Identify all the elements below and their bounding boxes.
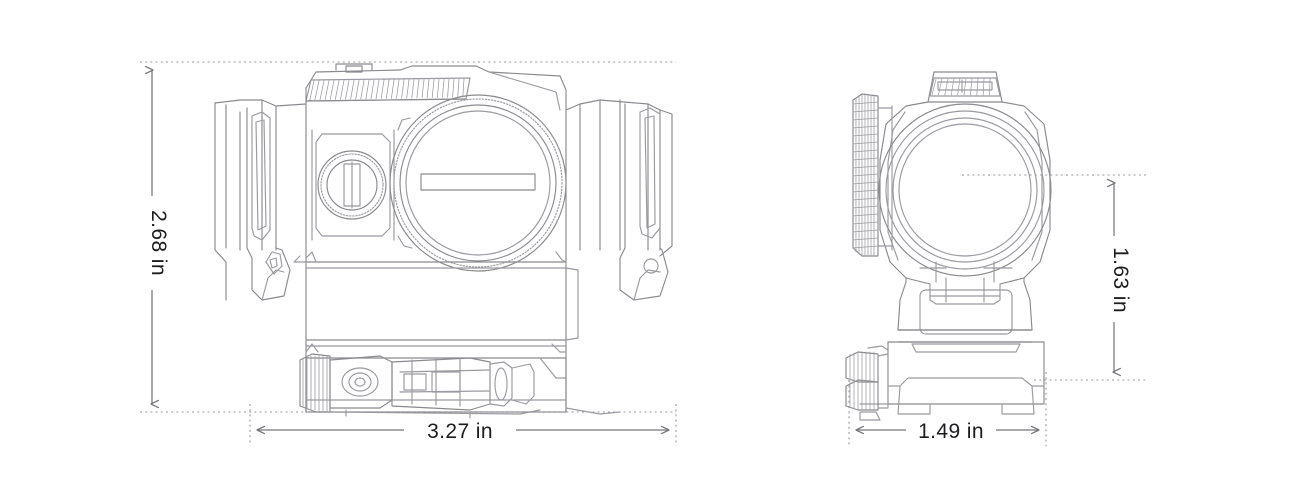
right-hood-wing xyxy=(619,103,669,301)
dimension-width-front: 1.49 in xyxy=(848,372,1047,446)
dimension-label-height-front: 1.63 in xyxy=(1109,247,1132,313)
front-view xyxy=(845,71,1052,421)
dimension-length-side: 3.27 in xyxy=(249,404,677,446)
picatinny-clamp xyxy=(859,411,881,421)
qd-throw-lever xyxy=(299,353,621,419)
lower-body xyxy=(897,261,1033,353)
dimension-label-length-side: 3.27 in xyxy=(427,420,493,443)
dimension-height-front: 1.63 in xyxy=(962,174,1146,381)
top-rail-texture-panel xyxy=(305,63,567,111)
dimension-label-height-side: 2.68 in xyxy=(147,210,170,276)
hood-wings xyxy=(879,101,1051,285)
knurled-battery-cap-edge xyxy=(852,93,893,257)
qd-throw-lever xyxy=(845,345,889,411)
windage-turret-knob xyxy=(311,129,395,241)
top-rail-texture-panel xyxy=(927,71,1003,103)
large-knurled-battery-cap xyxy=(389,94,567,272)
slot-screw-head xyxy=(420,173,536,191)
side-view xyxy=(214,63,673,419)
optic-body-bands xyxy=(293,239,579,413)
dimension-height-side: 2.68 in xyxy=(140,61,676,413)
objective-lens xyxy=(878,103,1052,277)
lens-bezel-ring xyxy=(878,103,1052,277)
dimension-label-width-front: 1.49 in xyxy=(918,420,984,443)
left-hood-wing xyxy=(246,107,291,301)
